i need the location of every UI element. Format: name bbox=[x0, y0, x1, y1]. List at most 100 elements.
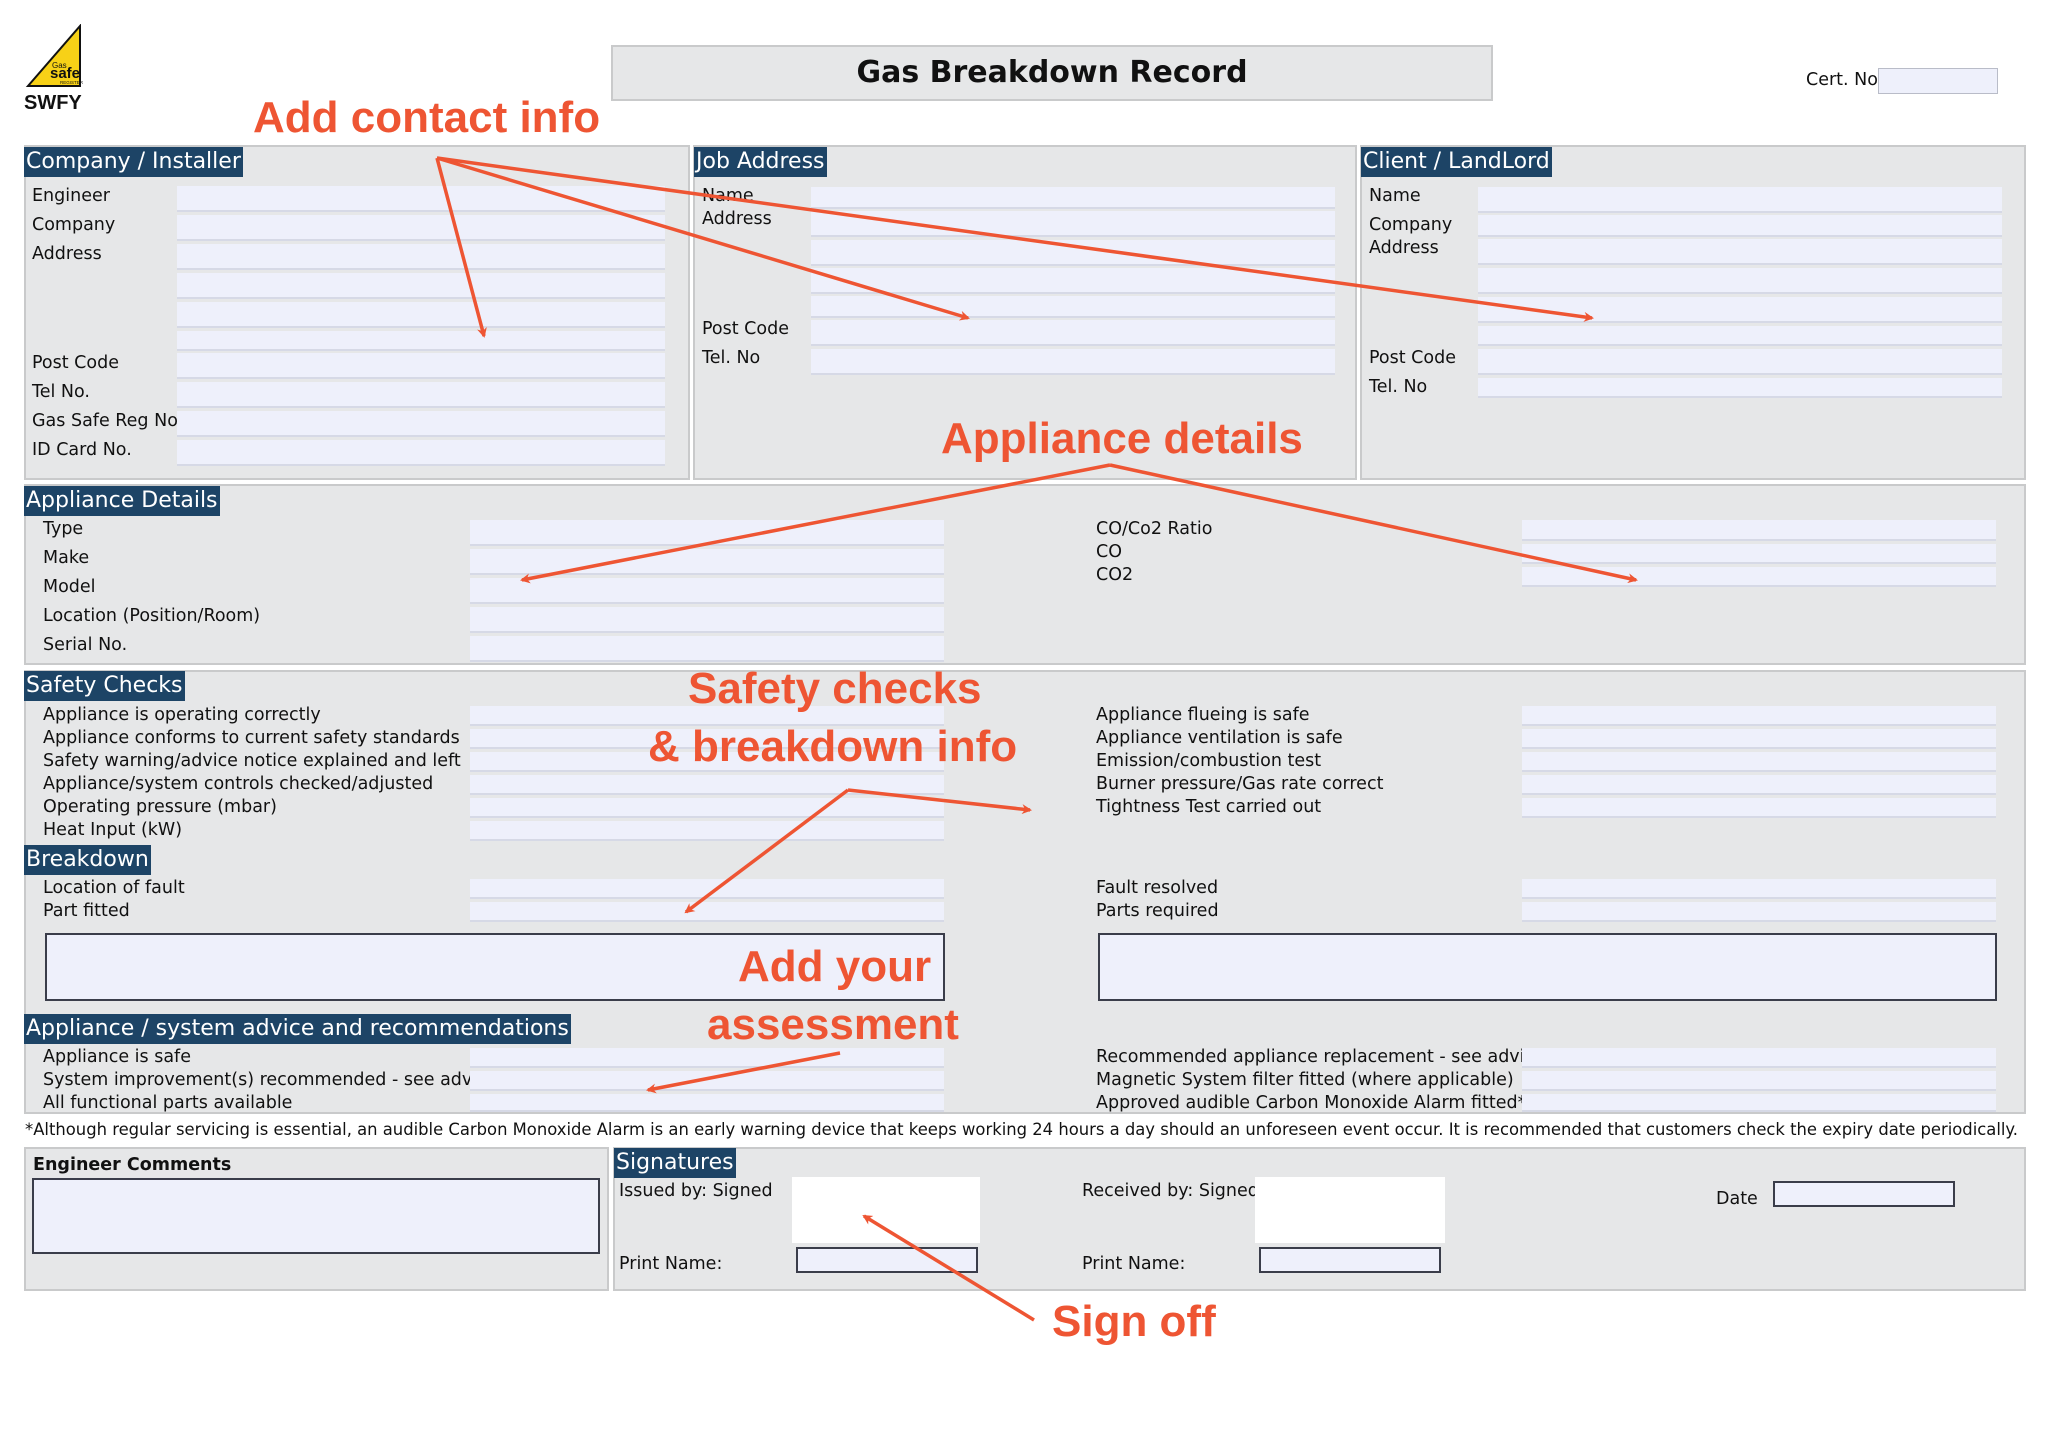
issued-print-name-input[interactable] bbox=[796, 1247, 978, 1273]
appliance-serial-input[interactable] bbox=[470, 636, 944, 662]
date-input[interactable] bbox=[1773, 1181, 1955, 1207]
company-postcode-input[interactable] bbox=[177, 353, 665, 379]
engineer-comments-input[interactable] bbox=[32, 1178, 600, 1254]
annotation-contact: Add contact info bbox=[253, 93, 601, 142]
job-address-input-3[interactable] bbox=[811, 268, 1335, 294]
client-label-company: Company bbox=[1369, 215, 1453, 235]
company-engineer-input[interactable] bbox=[177, 186, 665, 212]
advice-right-label-0: Recommended appliance replacement - see … bbox=[1096, 1047, 1545, 1067]
client-address-input-4[interactable] bbox=[1478, 326, 2002, 346]
client-telno-input[interactable] bbox=[1478, 378, 2002, 398]
appliance-label-ratio: CO/Co2 Ratio bbox=[1096, 519, 1213, 539]
breakdown-right-input-1[interactable] bbox=[1522, 902, 1996, 922]
advice-right-label-1: Magnetic System filter fitted (where app… bbox=[1096, 1070, 1514, 1090]
safety-right-input-2[interactable] bbox=[1522, 752, 1996, 772]
appliance-location-input[interactable] bbox=[470, 607, 944, 633]
issued-signature-pad[interactable] bbox=[792, 1177, 980, 1243]
advice-right-input-0[interactable] bbox=[1522, 1048, 1996, 1068]
appliance-ratio-input[interactable] bbox=[1522, 520, 1996, 541]
safety-heading: Safety Checks bbox=[24, 671, 185, 701]
advice-right-input-2[interactable] bbox=[1522, 1094, 1996, 1112]
client-label-name: Name bbox=[1369, 186, 1421, 206]
client-label-telno: Tel. No bbox=[1369, 377, 1428, 397]
company-label-telno: Tel No. bbox=[32, 382, 90, 402]
job-name-input[interactable] bbox=[811, 187, 1335, 209]
client-name-input[interactable] bbox=[1478, 187, 2002, 213]
advice-heading: Appliance / system advice and recommenda… bbox=[24, 1014, 571, 1044]
job-address-input-4[interactable] bbox=[811, 296, 1335, 318]
company-address-input-4[interactable] bbox=[177, 331, 665, 351]
job-label-telno: Tel. No bbox=[702, 348, 761, 368]
company-label-company: Company bbox=[32, 215, 116, 235]
job-address-input-2[interactable] bbox=[811, 240, 1335, 266]
safety-input-1[interactable] bbox=[470, 729, 944, 749]
company-company-input[interactable] bbox=[177, 215, 665, 241]
appliance-co-input[interactable] bbox=[1522, 544, 1996, 564]
appliance-model-input[interactable] bbox=[470, 578, 944, 604]
safety-input-3[interactable] bbox=[470, 775, 944, 795]
client-address-input-1[interactable] bbox=[1478, 239, 2002, 265]
annotation-sign: Sign off bbox=[1052, 1297, 1216, 1346]
safety-label-1: Appliance conforms to current safety sta… bbox=[43, 728, 460, 748]
advice-right-input-1[interactable] bbox=[1522, 1071, 1996, 1091]
client-postcode-input[interactable] bbox=[1478, 349, 2002, 375]
company-telno-input[interactable] bbox=[177, 382, 665, 408]
safety-right-input-1[interactable] bbox=[1522, 729, 1996, 749]
safety-label-5: Heat Input (kW) bbox=[43, 820, 183, 840]
company-label-engineer: Engineer bbox=[32, 186, 110, 206]
safety-label-3: Appliance/system controls checked/adjust… bbox=[43, 774, 434, 794]
safety-right-input-4[interactable] bbox=[1522, 798, 1996, 818]
safety-label-4: Operating pressure (mbar) bbox=[43, 797, 277, 817]
appliance-co2-input[interactable] bbox=[1522, 567, 1996, 587]
logo-text: SWFY bbox=[24, 92, 82, 114]
breakdown-right-input-0[interactable] bbox=[1522, 879, 1996, 899]
safety-right-input-3[interactable] bbox=[1522, 775, 1996, 795]
svg-text:REGISTER: REGISTER bbox=[60, 80, 84, 85]
annotation-safety-2: & breakdown info bbox=[648, 722, 1018, 771]
job-telno-input[interactable] bbox=[811, 349, 1335, 375]
advice-input-2[interactable] bbox=[470, 1094, 944, 1112]
safety-right-label-1: Appliance ventilation is safe bbox=[1096, 728, 1343, 748]
breakdown-notes-right[interactable] bbox=[1098, 933, 1997, 1001]
appliance-heading: Appliance Details bbox=[24, 486, 220, 516]
safety-right-input-0[interactable] bbox=[1522, 706, 1996, 726]
company-gassafe-input[interactable] bbox=[177, 411, 665, 437]
company-label-postcode: Post Code bbox=[32, 353, 119, 373]
received-signature-pad[interactable] bbox=[1255, 1177, 1445, 1243]
safety-right-label-0: Appliance flueing is safe bbox=[1096, 705, 1310, 725]
job-address-input-1[interactable] bbox=[811, 211, 1335, 237]
date-label: Date bbox=[1716, 1189, 1758, 1209]
breakdown-notes-left[interactable] bbox=[45, 933, 945, 1001]
received-print-name-input[interactable] bbox=[1259, 1247, 1441, 1273]
safety-input-4[interactable] bbox=[470, 798, 944, 818]
advice-label-0: Appliance is safe bbox=[43, 1047, 191, 1067]
breakdown-input-0[interactable] bbox=[470, 879, 944, 899]
received-by-label: Received by: Signed bbox=[1082, 1181, 1259, 1201]
issued-by-label: Issued by: Signed bbox=[619, 1181, 773, 1201]
company-address-input-2[interactable] bbox=[177, 273, 665, 299]
breakdown-input-1[interactable] bbox=[470, 902, 944, 922]
appliance-type-input[interactable] bbox=[470, 520, 944, 546]
safety-input-0[interactable] bbox=[470, 706, 944, 726]
company-idcard-input[interactable] bbox=[177, 440, 665, 466]
safety-input-5[interactable] bbox=[470, 821, 944, 841]
client-address-input-2[interactable] bbox=[1478, 268, 2002, 294]
job-label-name: Name bbox=[702, 186, 754, 206]
breakdown-right-label-0: Fault resolved bbox=[1096, 878, 1219, 898]
safety-input-2[interactable] bbox=[470, 752, 944, 772]
cert-no-input[interactable] bbox=[1878, 68, 1998, 94]
breakdown-label-0: Location of fault bbox=[43, 878, 185, 898]
company-heading: Company / Installer bbox=[24, 147, 243, 177]
safety-right-label-3: Burner pressure/Gas rate correct bbox=[1096, 774, 1384, 794]
advice-label-2: All functional parts available bbox=[43, 1093, 293, 1113]
safety-label-0: Appliance is operating correctly bbox=[43, 705, 321, 725]
client-company-input[interactable] bbox=[1478, 215, 2002, 237]
appliance-make-input[interactable] bbox=[470, 549, 944, 575]
client-label-postcode: Post Code bbox=[1369, 348, 1456, 368]
client-address-input-3[interactable] bbox=[1478, 297, 2002, 323]
job-heading: Job Address bbox=[694, 147, 827, 177]
company-address-input-3[interactable] bbox=[177, 302, 665, 328]
company-address-input-1[interactable] bbox=[177, 244, 665, 270]
job-postcode-input[interactable] bbox=[811, 320, 1335, 346]
advice-input-1[interactable] bbox=[470, 1071, 944, 1091]
